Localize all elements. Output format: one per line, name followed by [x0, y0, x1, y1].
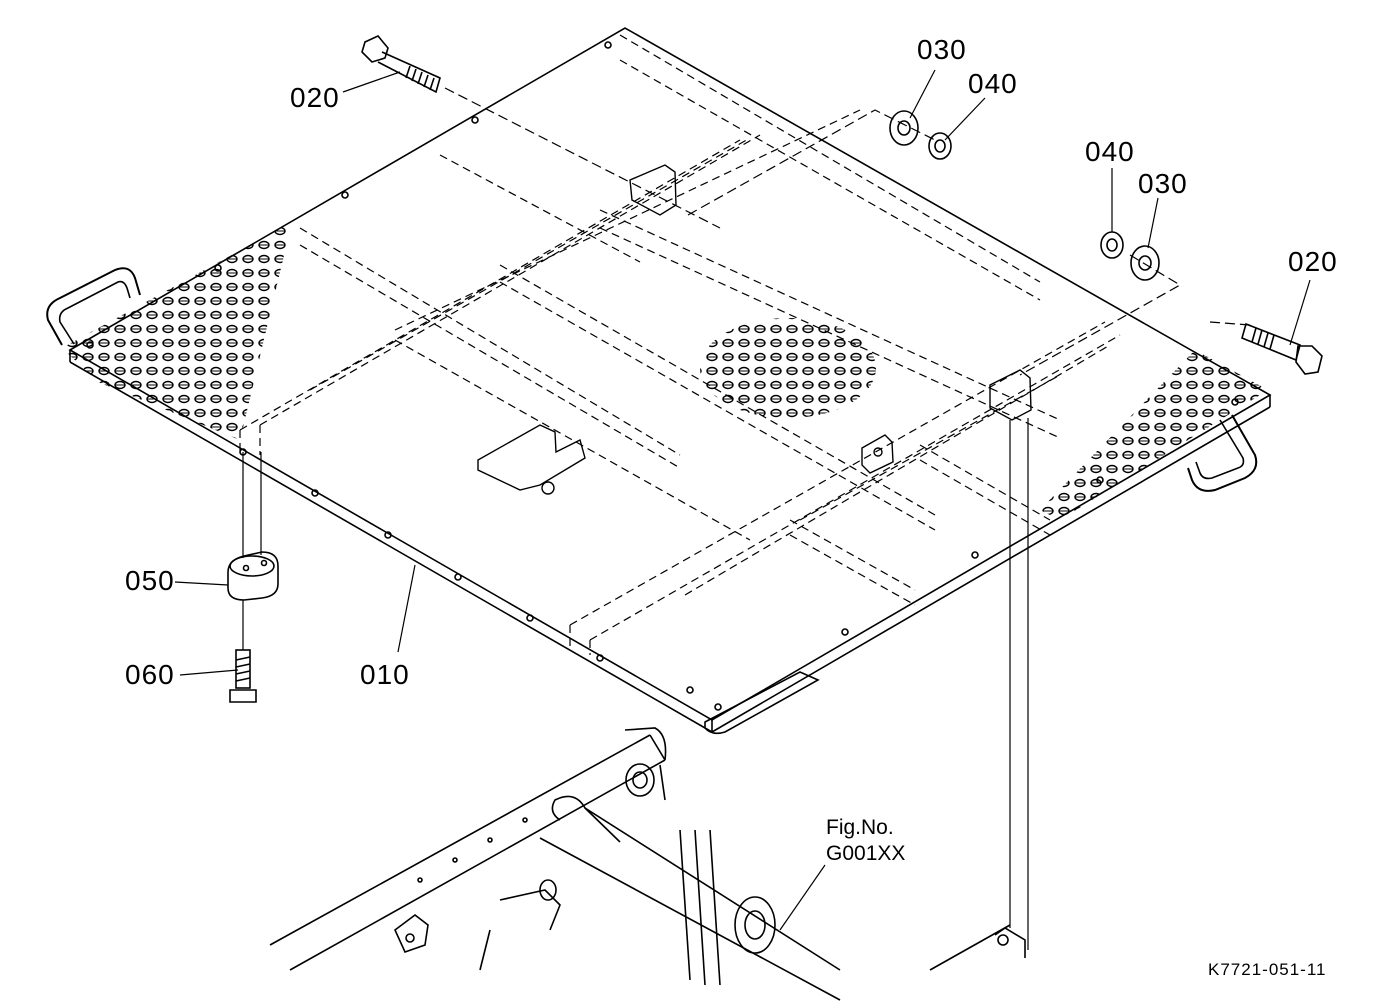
callout-030-upper: 030: [917, 34, 967, 65]
drawing-code: K7721-051-11: [1208, 960, 1327, 979]
fig-ref-line1: Fig.No.: [826, 816, 894, 839]
assembly-leaders: [444, 87, 1251, 376]
nut-040-upper: [928, 132, 952, 160]
fig-ref-line2: G001XX: [826, 842, 906, 865]
callout-040-lower: 040: [1085, 136, 1135, 167]
callout-010: 010: [360, 659, 410, 690]
washer-030-upper: [889, 110, 919, 146]
vertical-leaders: [242, 418, 1029, 950]
cushion-050: [227, 551, 279, 601]
hidden-frame: [239, 34, 1121, 655]
bolt-060: [229, 649, 257, 703]
plate-holes: [86, 41, 1239, 711]
left-grab-handle: [46, 267, 141, 346]
callout-020-left: 020: [290, 82, 340, 113]
bolt-020-right: [1241, 322, 1323, 375]
tread-pattern-left: [62, 222, 292, 440]
callout-leaders: [174, 69, 1311, 931]
front-step-bar: [704, 671, 820, 735]
right-grab-handle: [1187, 414, 1258, 492]
nut-040-lower: [1100, 231, 1124, 259]
callout-030-lower: 030: [1138, 168, 1188, 199]
callout-020-right: 020: [1288, 246, 1338, 277]
tread-pattern-center: [700, 318, 876, 418]
callout-040-upper: 040: [968, 68, 1018, 99]
callout-050: 050: [125, 565, 175, 596]
chassis-frame: [269, 727, 1026, 1001]
washer-030-lower: [1130, 245, 1160, 281]
callout-060: 060: [125, 659, 175, 690]
bolt-020-left: [361, 35, 441, 94]
